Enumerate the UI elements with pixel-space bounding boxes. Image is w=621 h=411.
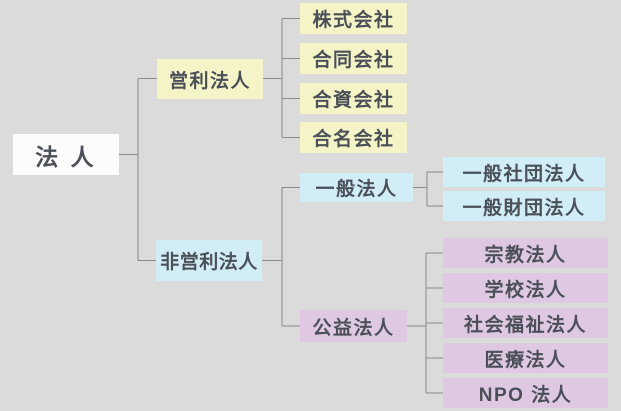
node-hieiri-hojin: 非営利法人 xyxy=(156,240,262,281)
node-ippan-zaidan-hojin: 一般財団法人 xyxy=(443,191,605,221)
node-godo-gaisha: 合同会社 xyxy=(300,43,407,74)
node-koeki-hojin: 公益法人 xyxy=(300,310,407,342)
node-ippan-shadan-hojin: 一般社団法人 xyxy=(443,157,605,187)
node-ippan-hojin: 一般法人 xyxy=(300,173,413,202)
node-goshi-gaisha: 合資会社 xyxy=(300,83,407,114)
node-npo-hojin: NPO 法人 xyxy=(443,378,608,408)
node-iryo-hojin: 医療法人 xyxy=(443,343,608,373)
node-eiri-hojin: 営利法人 xyxy=(157,59,263,99)
node-kabushiki-gaisha: 株式会社 xyxy=(300,3,407,34)
node-shakai-fukushi-hojin: 社会福祉法人 xyxy=(443,308,608,338)
node-shukyo-hojin: 宗教法人 xyxy=(443,238,608,268)
node-gakko-hojin: 学校法人 xyxy=(443,273,608,303)
node-hojin: 法 人 xyxy=(13,134,119,175)
node-gomei-gaisha: 合名会社 xyxy=(300,122,407,153)
